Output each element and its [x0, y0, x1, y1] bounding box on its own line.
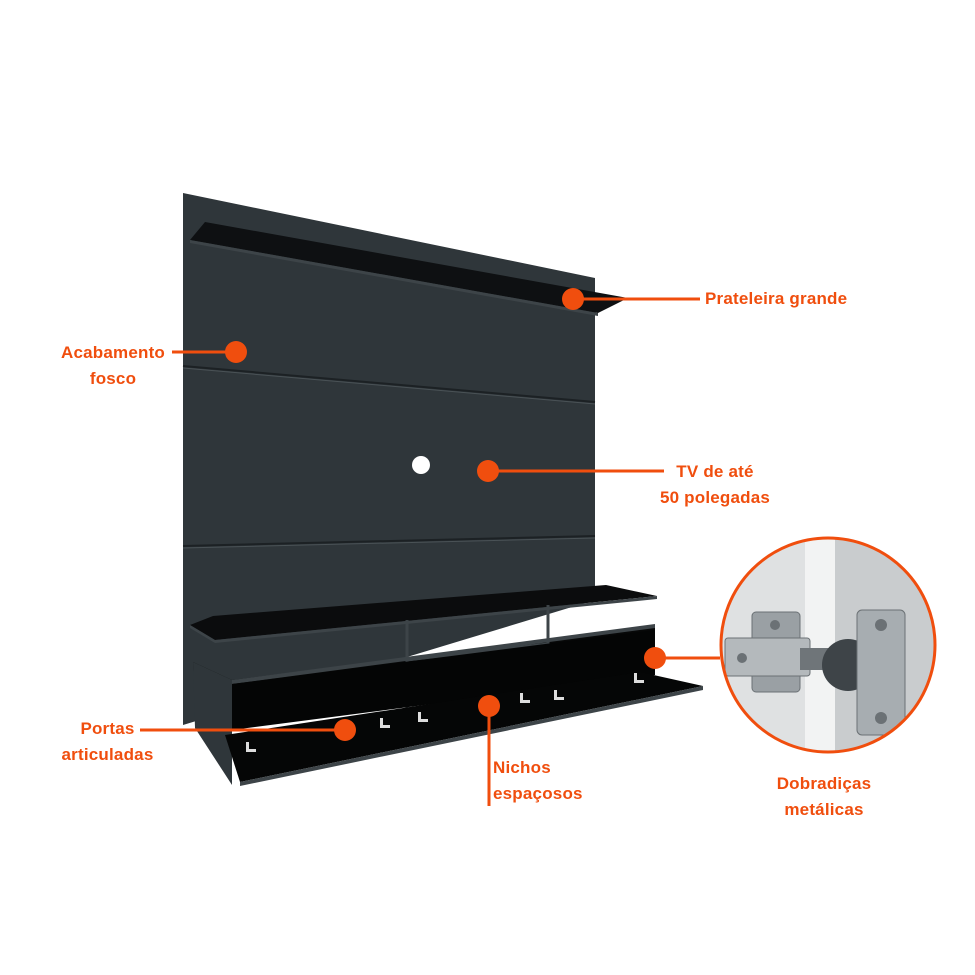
- callout-doors: Portas articuladas: [45, 716, 170, 768]
- callout-dot-doors: [334, 719, 356, 741]
- callout-dot-finish: [225, 341, 247, 363]
- callout-niches-line2: espaçosos: [493, 784, 583, 803]
- door-hinges: [246, 673, 644, 752]
- callout-doors-line2: articuladas: [61, 745, 154, 764]
- callout-dot-tv: [477, 460, 499, 482]
- callout-niches-line1: Nichos: [493, 758, 551, 777]
- cabinet-top-shelf: [190, 585, 657, 640]
- callout-hinges-line2: metálicas: [784, 800, 864, 819]
- hinge-detail-photo: [721, 538, 935, 752]
- callout-dot-shelf: [562, 288, 584, 310]
- callout-hinges: Dobradiças metálicas: [754, 771, 894, 823]
- callout-tv-line2: 50 polegadas: [659, 488, 771, 507]
- open-doors: [225, 672, 703, 782]
- callout-niches: Nichos espaçosos: [493, 755, 583, 807]
- panel-groove: [182, 535, 596, 547]
- panel-groove: [182, 365, 596, 403]
- callout-dot-hinges: [644, 647, 666, 669]
- callout-finish: Acabamento fosco: [52, 340, 174, 392]
- top-shelf: [190, 222, 628, 313]
- callout-tv-line1: TV de até: [676, 462, 754, 481]
- callout-doors-line1: Portas: [80, 719, 135, 738]
- callout-finish-line1: Acabamento: [60, 343, 166, 362]
- callout-finish-line2: fosco: [89, 369, 137, 388]
- callout-shelf: Prateleira grande: [705, 286, 847, 312]
- callout-shelf-text: Prateleira grande: [705, 289, 848, 308]
- back-panel: [183, 193, 595, 725]
- callout-tv: TV de até 50 polegadas: [640, 459, 790, 511]
- cable-hole: [412, 456, 430, 474]
- callout-dot-niches: [478, 695, 500, 717]
- hinge-detail-frame: [719, 536, 937, 754]
- callout-hinges-line1: Dobradiças: [776, 774, 872, 793]
